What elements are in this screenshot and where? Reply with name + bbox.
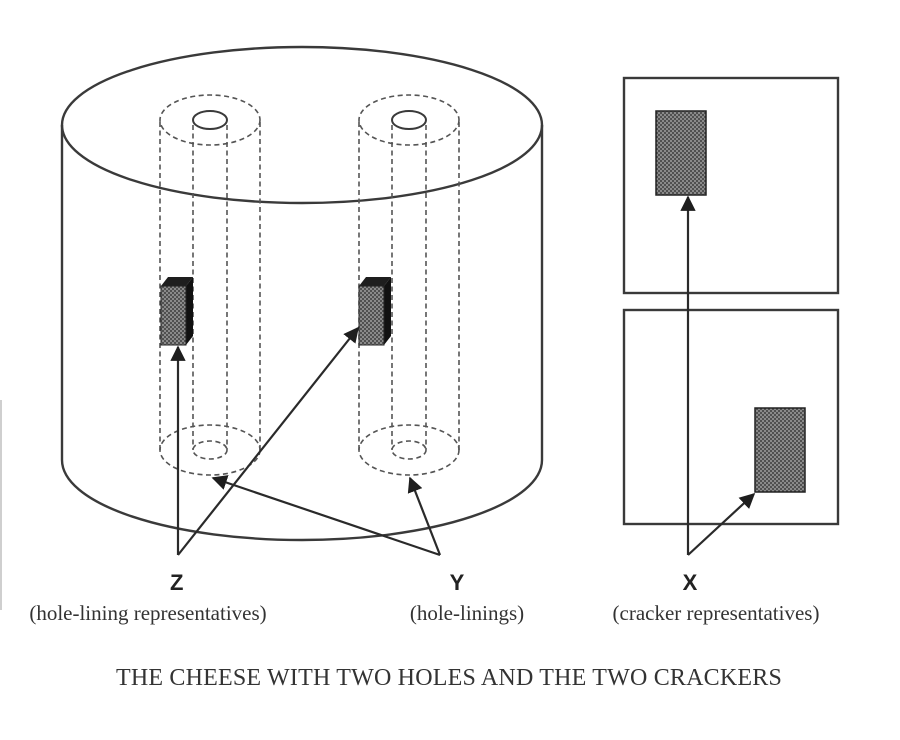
arrow-x-to-bottom-cracker [687,492,756,556]
cheese-cylinder [60,45,544,542]
arrows-x [680,195,756,556]
hole-lining-representative-left [160,277,193,346]
arrow-y-to-left-lining [211,475,441,557]
cracker-representative-top [655,110,707,196]
label-z-letter: Z [170,570,183,595]
label-y-letter: Y [450,570,465,595]
cracker-top [622,76,840,295]
left-edge-artifact [0,400,2,610]
cracker-bottom [622,308,840,526]
cracker-bottom-outline [622,308,840,526]
hole-left [159,94,261,476]
cracker-representative-bottom [754,407,806,493]
hole-left-lining-top [159,94,261,146]
hole-right-opening [391,110,427,130]
cheese-top-ellipse [60,45,544,205]
hole-lining-representative-right [358,277,391,346]
arrows-z [170,326,359,556]
label-x-description: (cracker representatives) [613,601,820,625]
label-z-description: (hole-lining representatives) [29,601,266,625]
arrow-z-to-right-block [177,326,359,556]
hole-left-inner-bottom [192,440,228,460]
hole-right-inner-bottom [391,440,427,460]
arrow-y-to-right-lining [407,476,442,556]
label-x-letter: X [683,570,698,595]
figure-caption: THE CHEESE WITH TWO HOLES AND THE TWO CR… [116,665,782,691]
hole-left-lining-bottom [159,424,261,476]
hole-right-lining-bottom [358,424,460,476]
hole-left-opening [192,110,228,130]
hole-right-lining-top [358,94,460,146]
arrows-y [211,475,442,557]
label-y-description: (hole-linings) [410,601,524,625]
cracker-top-outline [622,76,840,295]
cheese-bottom-arc [60,459,544,542]
